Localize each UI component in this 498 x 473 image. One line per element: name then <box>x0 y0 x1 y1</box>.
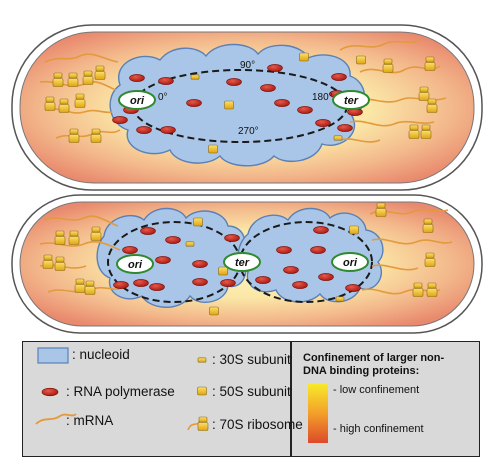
30s-subunit-icon <box>197 357 207 363</box>
cell-bottom: ori ter ori <box>11 194 483 334</box>
70s-ribosome-icon <box>187 416 209 431</box>
angle-180-label: 180° <box>312 92 333 103</box>
legend-nucleoid-label: : nucleoid <box>72 347 130 362</box>
legend <box>22 341 480 457</box>
angle-90-label: 90° <box>240 60 255 71</box>
ori-label-bottom-left: ori <box>116 254 154 274</box>
legend-mrna-label: : mRNA <box>66 413 114 428</box>
legend-rna-polymerase-label: : RNA polymerase <box>66 384 175 399</box>
ori-text-bottom-left: ori <box>128 259 143 271</box>
low-confinement-label: - low confinement <box>333 384 420 396</box>
mrna-strands-top <box>39 39 447 143</box>
confinement-title-line2: DNA binding proteins: <box>303 365 420 377</box>
ori-text-top: ori <box>130 95 145 107</box>
legend-70s-label: : 70S ribosome <box>212 417 303 432</box>
angle-270-label: 270° <box>238 126 259 137</box>
legend-divider <box>290 341 292 457</box>
ter-text-bottom: ter <box>235 257 250 269</box>
ter-label-top: ter <box>332 90 370 110</box>
high-confinement-label: - high confinement <box>333 423 424 435</box>
ori-label-bottom-right: ori <box>331 252 369 272</box>
rna-polymerase-icon <box>41 387 59 397</box>
mrna-icon <box>35 413 77 425</box>
legend-30s-label: : 30S subunit <box>212 352 291 367</box>
ter-text-top: ter <box>344 95 359 107</box>
legend-50s-label: : 50S subunit <box>212 384 291 399</box>
nucleoid-swatch <box>37 347 69 364</box>
50s-subunit-icon <box>197 386 207 396</box>
ori-label-top: ori <box>118 90 156 110</box>
confinement-title-line1: Confinement of larger non- <box>303 352 445 364</box>
angle-0-label: 0° <box>158 92 168 103</box>
nucleoid-bottom-right <box>237 207 384 303</box>
ori-text-bottom-right: ori <box>343 257 358 269</box>
confinement-gradient-bar <box>308 383 328 443</box>
cell-top: ori ter 0° 90° 180° 270° <box>11 24 483 191</box>
ter-label-bottom: ter <box>223 252 261 272</box>
